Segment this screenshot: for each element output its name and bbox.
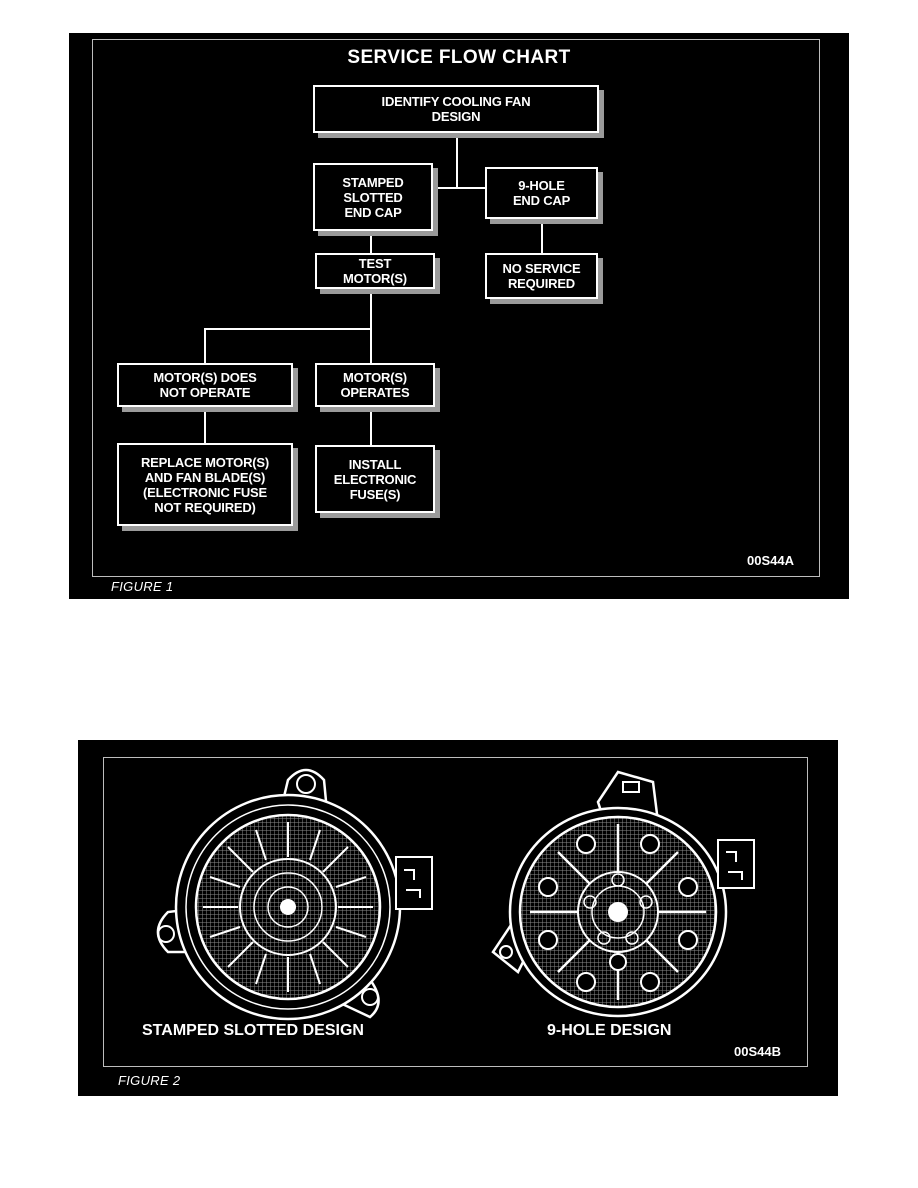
connector-branch-right <box>370 328 372 363</box>
node-replace-motor-and-fan-blade: REPLACE MOTOR(S) AND FAN BLADE(S) (ELECT… <box>117 443 293 526</box>
figure-1-caption: FIGURE 1 <box>111 579 174 594</box>
stamped-slotted-motor-illustration <box>156 768 433 1021</box>
node-motor-operates: MOTOR(S) OPERATES <box>315 363 435 407</box>
connector-branch-horizontal <box>204 328 372 330</box>
node-motor-does-not-operate: MOTOR(S) DOES NOT OPERATE <box>117 363 293 407</box>
node-install-electronic-fuse: INSTALL ELECTRONIC FUSE(S) <box>315 445 435 513</box>
connector-9hole-noservice <box>541 219 543 253</box>
figure-1-frame <box>92 39 820 577</box>
chart-title: SERVICE FLOW CHART <box>347 47 571 68</box>
label-stamped-slotted-design: STAMPED SLOTTED DESIGN <box>142 1022 364 1039</box>
connector-stamped-9hole <box>433 187 485 189</box>
node-identify-cooling-fan-design: IDENTIFY COOLING FAN DESIGN <box>313 85 599 133</box>
figure-2-frame <box>103 757 808 1067</box>
node-9-hole-end-cap: 9-HOLE END CAP <box>485 167 598 219</box>
connector-stamped-test <box>370 231 372 253</box>
nine-hole-motor-illustration <box>491 770 755 1018</box>
figure-2-caption: FIGURE 2 <box>118 1073 181 1088</box>
figure-2-panel: STAMPED SLOTTED DESIGN 9-HOLE DESIGN 00S… <box>78 740 838 1096</box>
figure-1-code: 00S44A <box>747 553 794 568</box>
figure-2-code: 00S44B <box>734 1044 781 1059</box>
connector-test-branch <box>370 289 372 329</box>
node-stamped-slotted-end-cap: STAMPED SLOTTED END CAP <box>313 163 433 231</box>
figure-1-panel: SERVICE FLOW CHART IDENTIFY COOLING FAN … <box>69 33 849 599</box>
connector-branch-left <box>204 328 206 363</box>
label-9-hole-design: 9-HOLE DESIGN <box>547 1022 672 1039</box>
connector-operates-install <box>370 407 372 445</box>
node-no-service-required: NO SERVICE REQUIRED <box>485 253 598 299</box>
connector-notoperate-replace <box>204 407 206 443</box>
node-test-motors: TEST MOTOR(S) <box>315 253 435 289</box>
connector-identify-down <box>456 133 458 187</box>
